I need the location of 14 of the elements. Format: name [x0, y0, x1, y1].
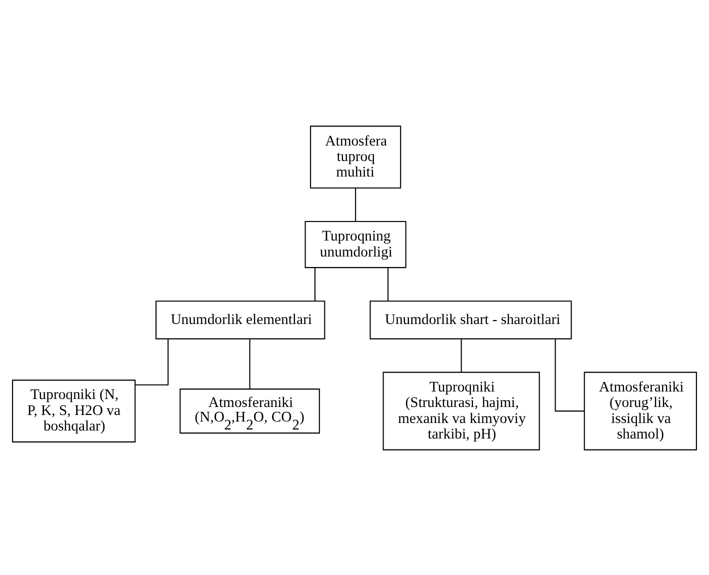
connector — [388, 267, 389, 300]
connector — [460, 338, 462, 372]
connector — [554, 338, 584, 412]
connector — [249, 338, 250, 388]
node-box: Tuproqning unumdorligi — [304, 220, 406, 268]
node-box: Atmosferaniki (yorug’lik, issiqlik va shamol) — [584, 371, 697, 450]
connector — [355, 188, 356, 221]
node-box: Tuproqniki (N, P, K, S, H2O va boshqalar) — [12, 379, 136, 442]
connector — [135, 338, 169, 385]
node-box: Atmosfera tuproq muhiti — [310, 125, 402, 188]
connector — [314, 267, 316, 300]
node-box: Tuproqniki (Strukturasi, hajmi, mexanik va kimyoviy tarkibi, pH) — [382, 371, 540, 450]
node-box: Unumdorlik shart - sharoitlari — [370, 300, 572, 339]
node-box: Unumdorlik elementlari — [156, 300, 326, 339]
